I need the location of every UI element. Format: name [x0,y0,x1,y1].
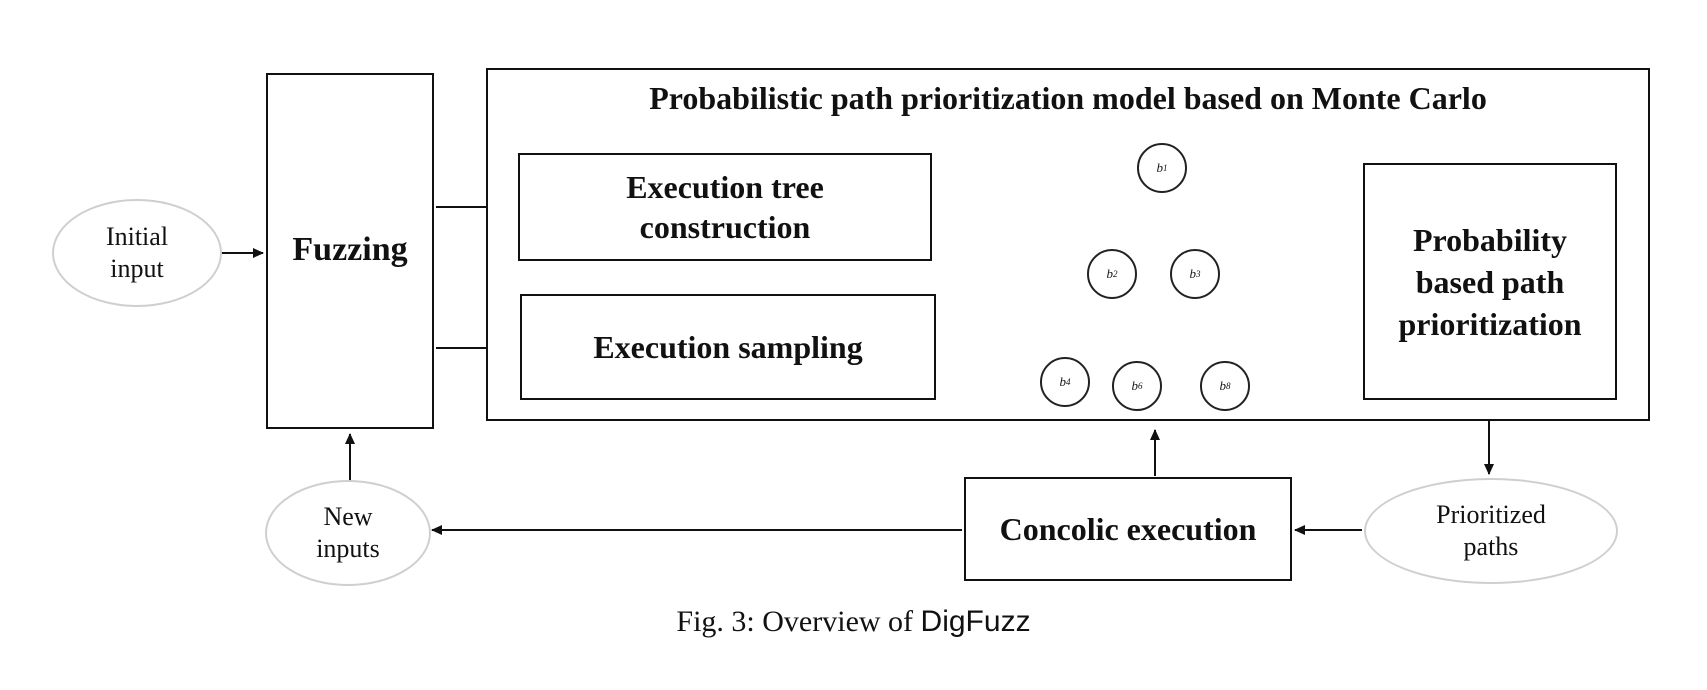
caption-tool-name: DigFuzz [920,605,1031,638]
figure-caption: Fig. 3: Overview of DigFuzz [0,605,1707,639]
execution-sampling-box [520,294,936,400]
caption-prefix: Fig. 3: Overview of [676,605,921,638]
concolic-execution-label: Concolic execution [999,510,1257,547]
concolic-execution-box [964,477,1292,581]
new-inputs-label: New inputs [316,502,380,563]
prioritized-paths-label: Prioritized paths [1436,500,1546,561]
initial-input-node: Initial input [52,199,222,307]
fuzzing-label: Fuzzing [292,231,408,268]
prioritized-paths-node: Prioritized paths [1364,478,1618,584]
initial-input-label: Initial input [105,222,169,283]
prioritization-label: Probability based path prioritization [1398,221,1582,342]
execution-sampling-label: Execution sampling [593,328,863,365]
new-inputs-node: New inputs [265,480,431,586]
fuzzing-box [266,73,434,429]
model-title: Probabilistic path prioritization model … [649,79,1487,116]
execution-tree-box [518,153,932,261]
prioritization-box [1363,163,1617,400]
execution-tree-label: Execution tree construction [626,169,824,245]
